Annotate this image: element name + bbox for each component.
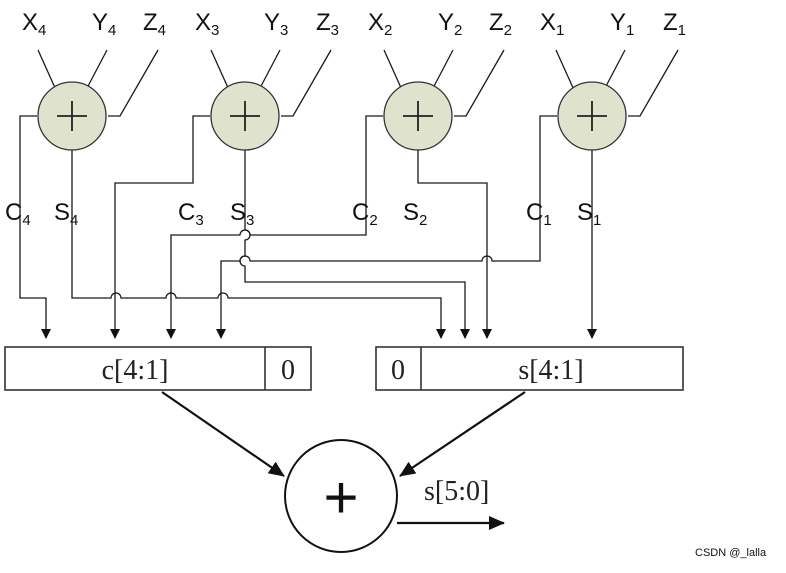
output-labels: C4 S4 C3 S3 C2 S2 C1 S1 [5,199,601,229]
z3-label: Z3 [316,9,339,39]
z4-label: Z4 [143,9,166,39]
y3-label: Y3 [264,9,288,39]
s3-wire [239,150,470,339]
c4-label: C4 [5,199,31,229]
z1-label: Z1 [663,9,686,39]
c1-wire [216,115,557,339]
z2-label: Z2 [489,9,512,39]
final-adder-symbol: + [323,464,358,531]
s2-label: S2 [403,199,427,229]
x2-label: X2 [368,9,392,39]
full-adder-1 [557,81,627,151]
full-adder-4 [37,81,107,151]
s2-wire [417,150,492,339]
watermark: CSDN @_lalla [695,547,767,559]
s-register-label: s[4:1] [518,355,583,386]
input-labels: X4 Y4 Z4 X3 Y3 Z3 X2 Y2 Z2 X1 Y1 Z1 [22,9,686,39]
y4-label: Y4 [92,9,116,39]
c-register: c[4:1] 0 [4,346,312,391]
y1-label: Y1 [610,9,634,39]
s-register-pad: 0 [391,355,405,386]
x1-label: X1 [540,9,564,39]
s-register: 0 s[4:1] [375,346,684,391]
x3-label: X3 [195,9,219,39]
full-adder-2 [383,81,453,151]
input-wires [37,49,679,117]
final-adder: + [284,439,398,553]
s4-wire [71,150,446,339]
c2-wire [166,115,383,339]
x4-label: X4 [22,9,46,39]
s4-label: S4 [54,199,78,229]
c3-label: C3 [178,199,204,229]
c3-wire [110,115,210,339]
y2-label: Y2 [438,9,462,39]
c4-wire [19,115,51,339]
c-to-adder-wire [161,391,285,477]
c-register-pad: 0 [281,355,295,386]
register-outputs [161,391,526,477]
c2-label: C2 [352,199,378,229]
c1-label: C1 [526,199,552,229]
routing-wires [19,115,597,339]
output-label: s[5:0] [424,476,489,507]
full-adders [37,81,627,151]
s3-label: S3 [230,199,254,229]
full-adder-3 [210,81,280,151]
s1-label: S1 [577,199,601,229]
s-to-adder-wire [399,391,526,477]
c-register-label: c[4:1] [102,355,169,386]
